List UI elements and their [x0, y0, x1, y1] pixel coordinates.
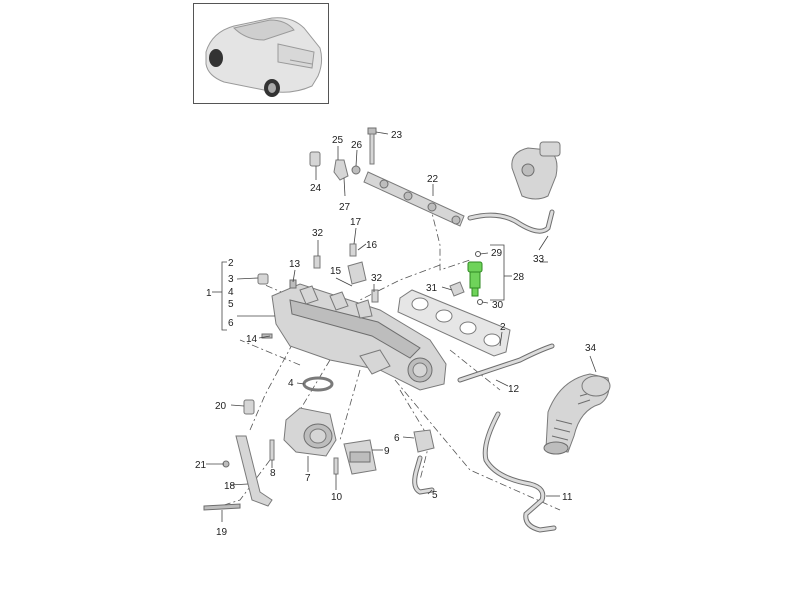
callout-9: 9: [384, 446, 390, 457]
injector-28-highlighted: [449, 251, 483, 305]
high-pressure-pump: [511, 141, 561, 200]
callout-13: 13: [289, 259, 301, 270]
callout-11: 11: [562, 492, 573, 503]
callout-23: 23: [391, 130, 403, 141]
bolt-23: [367, 127, 377, 165]
callout-2: 2: [500, 322, 506, 333]
callout-30: 30: [492, 300, 504, 311]
intake-manifold: [271, 283, 447, 391]
callout-32-left: 32: [312, 228, 324, 239]
callout-15: 15: [330, 266, 342, 277]
vehicle-thumbnail: [193, 3, 329, 104]
callout-1: 1: [206, 288, 212, 299]
gasket-4: [302, 376, 334, 392]
support-bracket-18: [203, 399, 273, 511]
bracket-9: [343, 439, 377, 475]
callout-33: 33: [533, 254, 545, 265]
assembly-guide-lines: [214, 204, 561, 511]
callout-10: 10: [331, 492, 343, 503]
callout-31: 31: [426, 283, 438, 294]
callout-29: 29: [491, 248, 503, 259]
leader-lines: [206, 131, 597, 522]
callout-20: 20: [215, 401, 227, 412]
callout-18: 18: [224, 481, 236, 492]
callout-labels: 1 2 3 4 5 6 2 4 5 6 7 8 9 10 11 12 13 14…: [195, 130, 597, 538]
throttle-body-7: [283, 407, 337, 457]
callout-5-group: 5: [228, 299, 234, 310]
callout-14: 14: [246, 334, 258, 345]
sensors-top: [257, 243, 379, 303]
small-parts-24-26: [309, 151, 361, 181]
callout-32-right: 32: [371, 273, 383, 284]
callout-26: 26: [351, 140, 363, 151]
callout-7: 7: [305, 473, 311, 484]
callout-25: 25: [332, 135, 344, 146]
callout-8: 8: [270, 468, 276, 479]
callout-4-group: 4: [228, 287, 234, 298]
callout-6-group: 6: [228, 318, 234, 329]
callout-3: 3: [228, 274, 234, 285]
callout-19: 19: [216, 527, 228, 538]
callout-28: 28: [513, 272, 525, 283]
fuel-line-33: [467, 209, 555, 234]
suv-car-icon: [205, 17, 323, 97]
callout-16: 16: [366, 240, 378, 251]
line-12: [457, 343, 555, 383]
air-duct-34: [543, 373, 611, 455]
callout-24: 24: [310, 183, 322, 194]
callout-27: 27: [339, 202, 351, 213]
sensor-6: [412, 429, 435, 495]
callout-17: 17: [350, 217, 362, 228]
callout-6: 6: [394, 433, 400, 444]
callout-2-group: 2: [228, 258, 234, 269]
callout-21: 21: [195, 460, 207, 471]
gasket-2: [397, 289, 511, 357]
callout-5: 5: [432, 490, 438, 501]
line-11: [482, 411, 557, 533]
callout-34: 34: [585, 343, 597, 354]
callout-22: 22: [427, 174, 439, 185]
fuel-rail: [363, 171, 465, 227]
callout-12: 12: [508, 384, 520, 395]
callout-4: 4: [288, 378, 294, 389]
